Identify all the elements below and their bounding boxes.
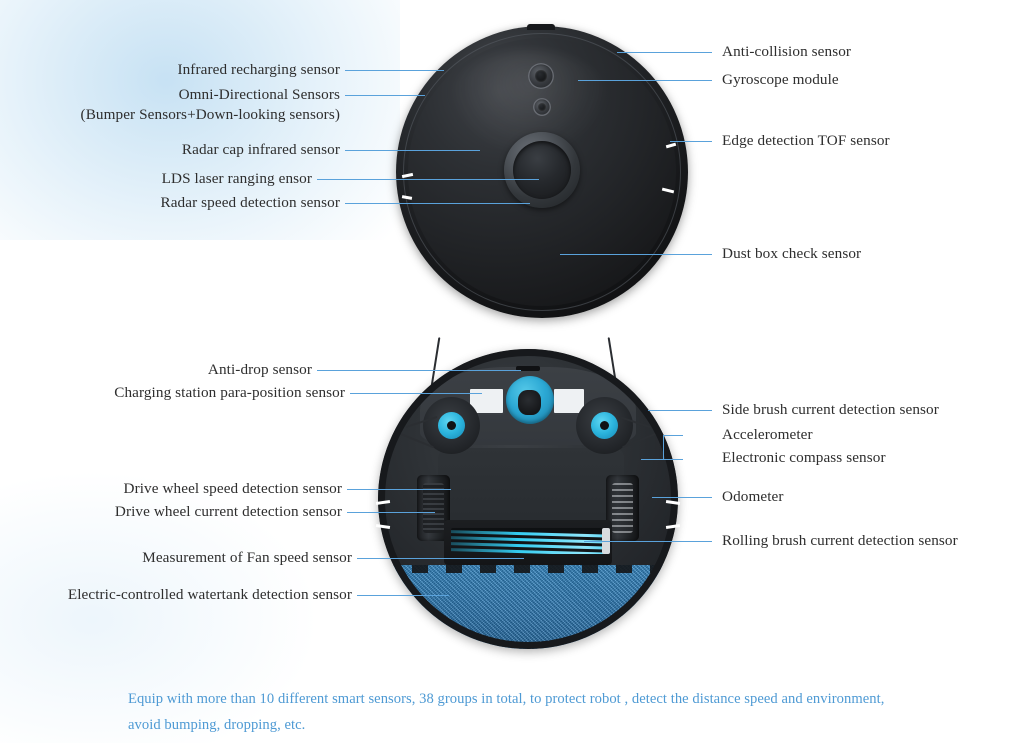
lens-pupil: [538, 103, 546, 111]
leader-gyroscope-module: [578, 80, 712, 81]
leader-side-brush-current-detection-sensor: [648, 410, 712, 411]
leader-radar-speed-detection-sensor: [345, 203, 530, 204]
leader-lds-laser-ranging-sensor: [317, 179, 539, 180]
leader-accel-compass-bracket: [663, 435, 664, 459]
label-side-brush-current-detection-sensor: Side brush current detection sensor: [722, 401, 939, 418]
label-drive-wheel-speed-detection-sensor: Drive wheel speed detection sensor: [123, 480, 342, 497]
lds-laser-turret: [504, 132, 580, 208]
leader-omni-directional-sensors: [345, 95, 425, 96]
leader-odometer: [652, 497, 712, 498]
label-edge-detection-tof-sensor: Edge detection TOF sensor: [722, 132, 890, 149]
label-anti-drop-sensor: Anti-drop sensor: [207, 361, 312, 378]
leader-anti-drop-sensor: [317, 370, 521, 371]
lds-laser-turret-inner: [513, 141, 571, 199]
label-lds-laser-ranging-sensor: LDS laser ranging ensor: [161, 170, 312, 187]
label-electronic-compass-sensor: Electronic compass sensor: [722, 449, 886, 466]
leader-infrared-recharging-sensor: [345, 70, 444, 71]
leader-dust-box-check-sensor: [560, 254, 712, 255]
leader-accelerometer-stub: [663, 435, 683, 436]
label-gyroscope-module: Gyroscope module: [722, 71, 839, 88]
leader-drive-wheel-current-detection-sensor: [347, 512, 435, 513]
label-drive-wheel-current-detection-sensor: Drive wheel current detection sensor: [114, 503, 342, 520]
leader-anti-collision-sensor: [617, 52, 712, 53]
robot-top-bumper-tab: [527, 24, 555, 30]
label-charging-station-para-position-sensor: Charging station para-position sensor: [114, 384, 345, 401]
label-rolling-brush-current-detection-sensor: Rolling brush current detection sensor: [722, 532, 958, 549]
label-electric-controlled-watertank-detection-sensor: Electric-controlled watertank detection …: [67, 586, 352, 603]
label-radar-speed-detection-sensor: Radar speed detection sensor: [160, 194, 340, 211]
lens-pupil: [535, 70, 547, 82]
leader-edge-detection-tof-sensor: [670, 141, 712, 142]
leader-accel-compass-trunk: [641, 459, 664, 460]
leader-electric-controlled-watertank-detection-sensor: [357, 595, 449, 596]
anti-collision-sensor-lens: [528, 63, 554, 89]
robot-top-view-image: [396, 24, 688, 318]
robot-bottom-bumper-ring: [378, 349, 678, 649]
leader-measurement-of-fan-speed-sensor: [357, 558, 524, 559]
label-infrared-recharging-sensor: Infrared recharging sensor: [177, 61, 340, 78]
label-measurement-of-fan-speed-sensor: Measurement of Fan speed sensor: [142, 549, 352, 566]
label-accelerometer: Accelerometer: [722, 426, 813, 443]
label-omni-directional-sensors: Omni-Directional Sensors: [178, 86, 340, 103]
leader-drive-wheel-speed-detection-sensor: [347, 489, 451, 490]
label-radar-cap-infrared-sensor: Radar cap infrared sensor: [181, 141, 340, 158]
caption-line-2: avoid bumping, dropping, etc.: [128, 716, 306, 733]
caption-line-1: Equip with more than 10 different smart …: [128, 691, 885, 707]
gyroscope-module-lens: [533, 98, 551, 116]
leader-charging-station-para-position-sensor: [350, 393, 482, 394]
leader-radar-cap-infrared-sensor: [345, 150, 480, 151]
caption-block: Equip with more than 10 different smart …: [128, 687, 988, 738]
robot-top-bumper-seam: [403, 33, 681, 311]
label-omni-directional-sensors-sub: (Bumper Sensors+Down-looking sensors): [80, 106, 340, 123]
label-odometer: Odometer: [722, 488, 784, 505]
label-dust-box-check-sensor: Dust box check sensor: [722, 245, 862, 262]
robot-bottom-disc: [378, 349, 678, 649]
leader-rolling-brush-current-detection-sensor: [584, 541, 712, 542]
label-anti-collision-sensor: Anti-collision sensor: [722, 43, 852, 60]
robot-bottom-view-image: [375, 337, 681, 649]
leader-electronic-compass-stub: [663, 459, 683, 460]
